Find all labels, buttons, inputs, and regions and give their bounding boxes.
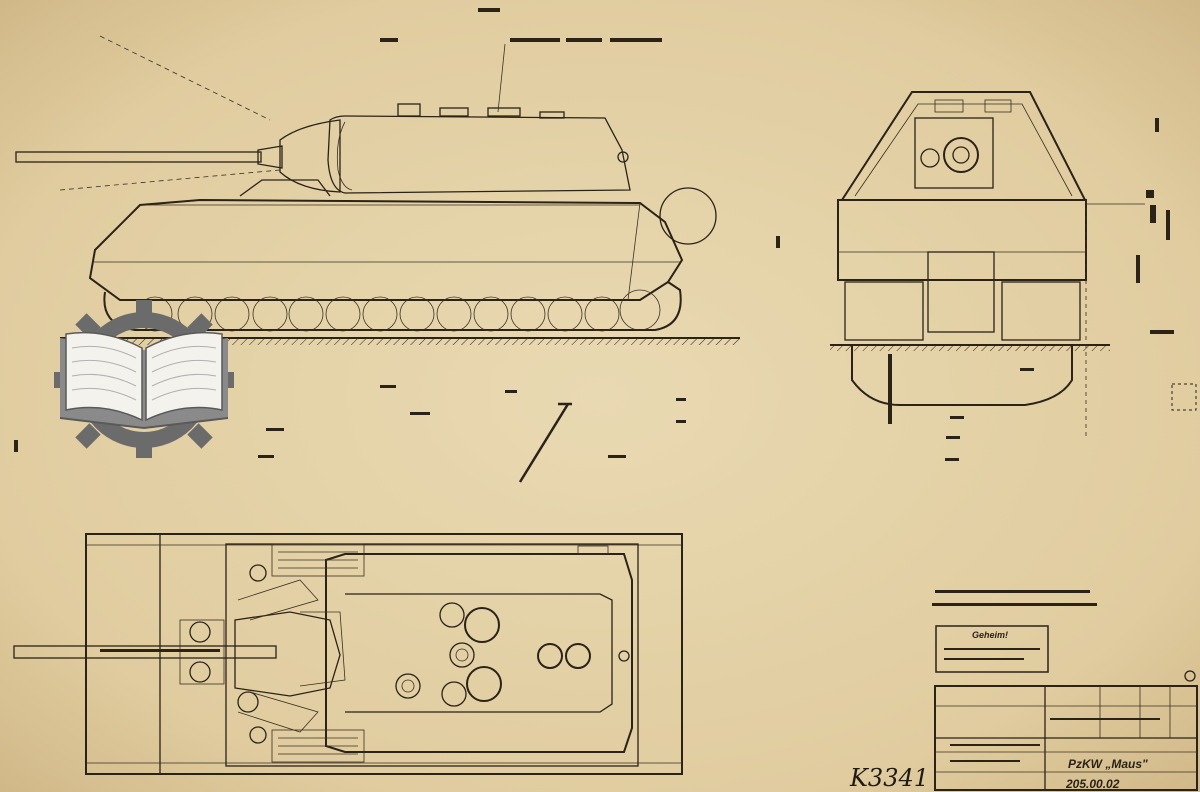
gun-mantlet-collar bbox=[257, 145, 283, 169]
turret-periscope bbox=[487, 107, 521, 117]
top-view bbox=[13, 533, 683, 775]
front-ground-hatch bbox=[830, 346, 1110, 351]
title-block: Geheim! PzKW „Maus" 205.00.02 bbox=[932, 590, 1198, 791]
top-hull-outline bbox=[85, 533, 683, 775]
side-annotation-marks bbox=[14, 8, 780, 483]
front-view bbox=[830, 91, 1197, 461]
hull-body bbox=[88, 198, 684, 301]
hull-rear-line bbox=[627, 202, 641, 301]
front-annotation-marks bbox=[888, 118, 1197, 461]
top-turret bbox=[325, 553, 633, 753]
classification-stamp-box bbox=[935, 625, 1049, 673]
catalog-mark: K3341 bbox=[849, 764, 929, 792]
front-mantlet bbox=[914, 117, 994, 189]
track-run bbox=[103, 281, 682, 331]
engine-grilles bbox=[271, 543, 365, 763]
coaxial-gun bbox=[920, 148, 940, 168]
side-ground-hatch bbox=[60, 339, 740, 345]
title-notes bbox=[932, 590, 1097, 606]
main-gun-muzzle bbox=[943, 137, 979, 173]
front-track-right bbox=[1001, 281, 1081, 341]
front-cupola bbox=[934, 99, 964, 113]
title-grid-note bbox=[1050, 718, 1160, 720]
title-grid-note bbox=[950, 760, 1020, 762]
turret-rear-fitting bbox=[617, 151, 629, 163]
book-icon bbox=[59, 331, 229, 430]
top-gun-barrel bbox=[13, 645, 277, 659]
turret-front-curve bbox=[336, 121, 353, 191]
turret-hatch bbox=[439, 107, 469, 117]
turret-body bbox=[327, 115, 631, 194]
drawing-number: 205.00.02 bbox=[1065, 777, 1120, 791]
front-turret-inner bbox=[854, 103, 1073, 197]
top-mantlet-inner bbox=[299, 611, 346, 687]
top-mantlet bbox=[234, 611, 341, 697]
top-hatches bbox=[179, 545, 630, 744]
front-track-left bbox=[844, 281, 924, 341]
open-book-gear-logo bbox=[54, 300, 234, 458]
turret-cupola bbox=[397, 103, 421, 117]
front-cupola-2 bbox=[984, 99, 1012, 113]
stamp-note bbox=[944, 648, 1040, 650]
leader-line bbox=[497, 43, 506, 113]
rear-drum bbox=[659, 187, 717, 245]
gun-annotation-mark bbox=[100, 649, 220, 652]
turret-vent bbox=[539, 111, 565, 119]
gun-barrel bbox=[15, 151, 262, 163]
turret-ring bbox=[239, 179, 331, 197]
top-deck bbox=[225, 543, 639, 767]
side-view bbox=[14, 8, 780, 483]
main-gun-bore bbox=[952, 146, 970, 164]
projection-line bbox=[99, 35, 271, 121]
top-turret-roof bbox=[345, 593, 613, 713]
gun-mantlet bbox=[279, 119, 341, 193]
designation: PzKW „Maus" bbox=[1068, 757, 1148, 771]
sheet-mark bbox=[1184, 670, 1196, 682]
front-lower-hull bbox=[851, 345, 1073, 406]
stamp-note bbox=[944, 658, 1024, 660]
projection-line bbox=[59, 169, 281, 191]
classification-stamp: Geheim! bbox=[972, 630, 1008, 640]
title-grid-note bbox=[950, 744, 1040, 746]
front-glacis-center bbox=[927, 251, 995, 333]
